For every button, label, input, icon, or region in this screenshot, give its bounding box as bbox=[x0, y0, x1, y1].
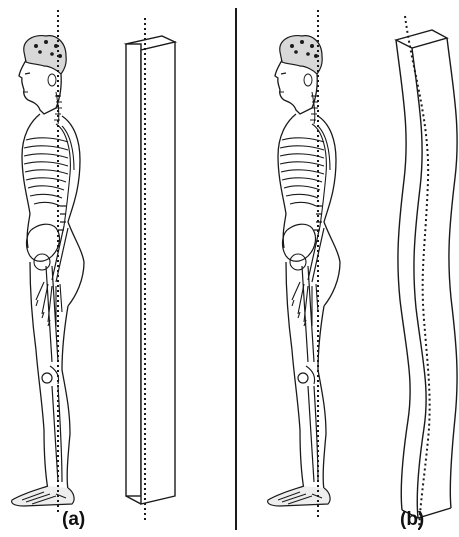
panel-a-human-skeleton bbox=[12, 36, 84, 506]
panel-a-label: (a) bbox=[62, 509, 85, 531]
panel-a-straight-column bbox=[126, 36, 175, 504]
panel-b-human-skeleton bbox=[268, 36, 340, 506]
panel-b-label: (b) bbox=[400, 509, 424, 531]
